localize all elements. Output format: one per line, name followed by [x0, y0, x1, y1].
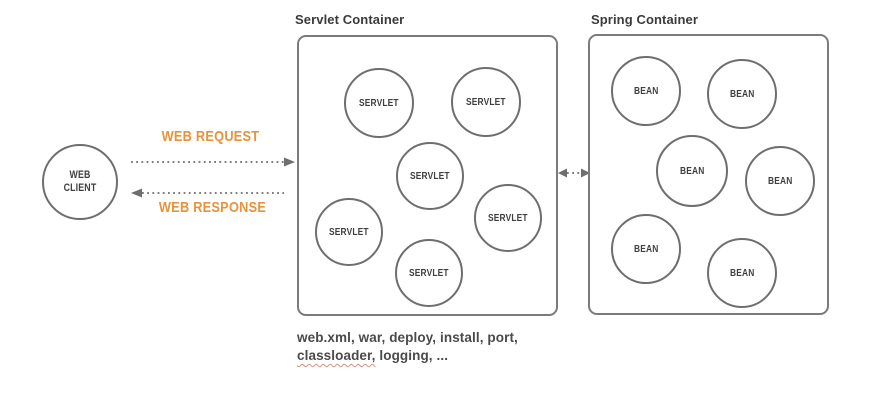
servlet-node-label: SERVLET — [410, 169, 450, 182]
servlet-node: SERVLET — [395, 239, 463, 307]
bean-node: BEAN — [745, 146, 815, 216]
spring-container-title: Spring Container — [591, 12, 699, 27]
bean-node-label: BEAN — [729, 266, 755, 279]
web-response-label: WEB RESPONSE — [158, 199, 267, 216]
servlet-container-caption: web.xml, war, deploy, install, port, cla… — [297, 329, 518, 365]
servlet-node: SERVLET — [451, 67, 521, 137]
bean-node-label: BEAN — [679, 164, 705, 177]
bean-node: BEAN — [611, 56, 681, 126]
bean-node-label: BEAN — [729, 87, 755, 100]
servlet-container-title: Servlet Container — [295, 12, 405, 27]
servlet-node-label: SERVLET — [488, 211, 528, 224]
caption-line-2-rest: logging, ... — [375, 348, 449, 363]
spring-container-box: BEAN BEAN BEAN BEAN BEAN BEAN — [588, 34, 829, 315]
web-response-arrow — [131, 188, 284, 198]
servlet-container-box: SERVLET SERVLET SERVLET SERVLET SERVLET … — [297, 35, 558, 316]
web-request-label: WEB REQUEST — [161, 128, 260, 145]
web-request-arrow — [131, 157, 295, 167]
bean-node-label: BEAN — [633, 84, 659, 97]
bean-node-label: BEAN — [633, 242, 659, 255]
container-link-arrow — [558, 168, 590, 178]
servlet-node-label: SERVLET — [359, 96, 399, 109]
bean-node: BEAN — [656, 135, 728, 207]
bean-node: BEAN — [707, 238, 777, 308]
bean-node-label: BEAN — [767, 174, 793, 187]
servlet-node: SERVLET — [396, 142, 464, 210]
caption-line-2: classloader, logging, ... — [297, 347, 518, 365]
bean-node: BEAN — [707, 59, 777, 129]
servlet-node: SERVLET — [474, 184, 542, 252]
caption-misspelled-word: classloader, — [297, 348, 376, 363]
servlet-node-label: SERVLET — [466, 95, 506, 108]
bean-node: BEAN — [611, 214, 681, 284]
web-client-label: WEB CLIENT — [63, 169, 97, 194]
caption-line-1: web.xml, war, deploy, install, port, — [297, 330, 518, 345]
web-client-node: WEB CLIENT — [42, 144, 118, 220]
servlet-node-label: SERVLET — [409, 266, 449, 279]
servlet-node: SERVLET — [344, 68, 414, 138]
servlet-node-label: SERVLET — [329, 225, 369, 238]
servlet-node: SERVLET — [315, 198, 383, 266]
